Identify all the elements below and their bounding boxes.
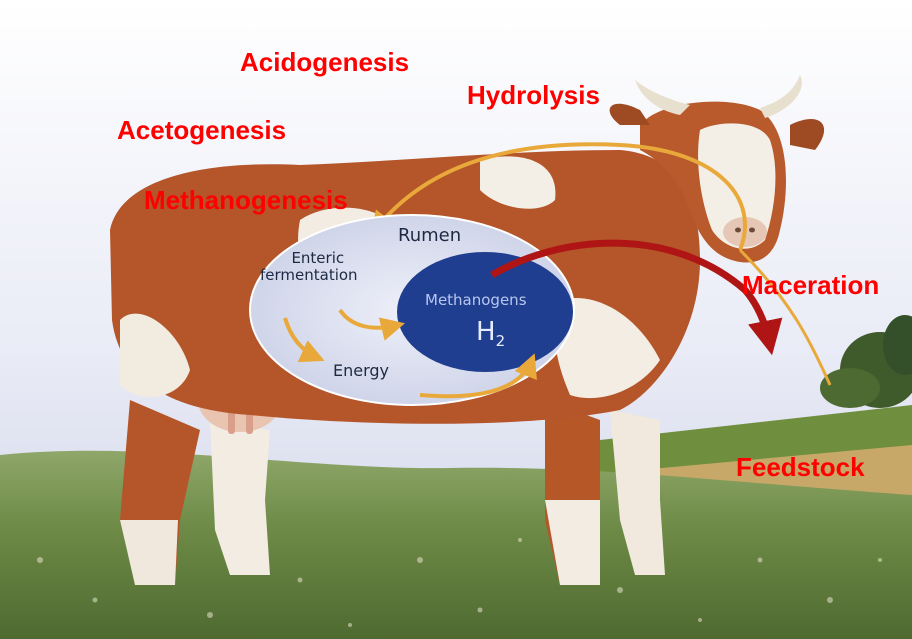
methanogens-label: Methanogens [425,292,527,309]
enteric-label-line2: fermentation [260,267,358,284]
h2-symbol: H [476,317,496,347]
methanogenesis-label: Methanogenesis [144,187,348,213]
hydrolysis-label: Hydrolysis [467,82,600,108]
h2-label: H2 [476,318,505,350]
enteric-fermentation-label: Enteric fermentation [278,250,358,283]
h2-subscript: 2 [496,332,506,350]
acidogenesis-label: Acidogenesis [240,49,409,75]
energy-label: Energy [333,362,389,380]
feedstock-label: Feedstock [736,454,865,480]
rumen-label: Rumen [398,226,461,246]
methanogens-blob [397,252,573,372]
enteric-label-line1: Enteric [278,250,358,267]
maceration-label: Maceration [742,272,879,298]
acetogenesis-label: Acetogenesis [117,117,286,143]
